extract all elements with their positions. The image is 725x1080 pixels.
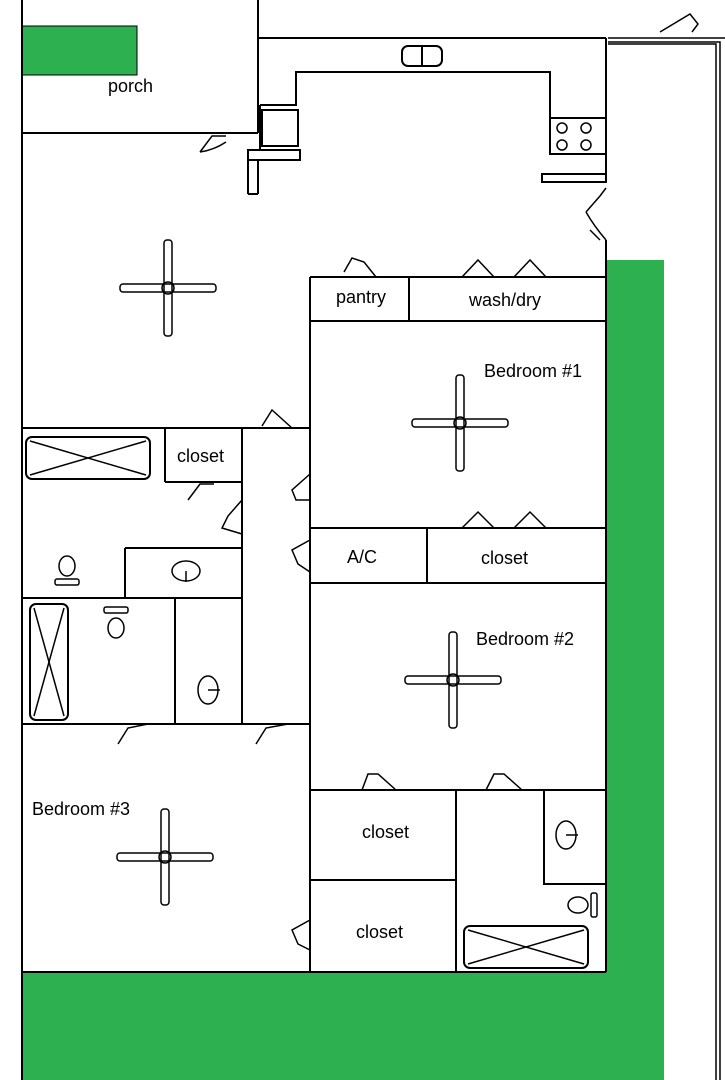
toilet-icon (103, 606, 129, 639)
door-swing-icon (255, 723, 289, 745)
door-swing-icon (291, 539, 311, 573)
sink-icon (555, 820, 578, 850)
door-swing-icon (199, 135, 227, 153)
label-porch: porch (108, 76, 153, 96)
bathtub-icon (25, 436, 151, 480)
lawn-porch (21, 25, 138, 76)
kitchen-counter-bar (247, 149, 301, 161)
door-swing-icon (361, 773, 397, 791)
label-wash-dry: wash/dry (468, 290, 541, 310)
sinks (171, 560, 578, 850)
label-ac: A/C (347, 547, 377, 567)
door-swing-icon (585, 187, 607, 241)
door-swings (117, 135, 607, 951)
lawn-areas (21, 25, 664, 1080)
stove-icon (549, 117, 607, 155)
door-swing-icon (220, 499, 243, 535)
label-pantry: pantry (336, 287, 386, 307)
kitchen-counter-right (541, 173, 607, 183)
label-closet-bedroom-1: closet (481, 548, 528, 568)
door-swing-icon (291, 473, 311, 501)
ceiling-fan-icon (411, 374, 509, 472)
label-closet-hall: closet (177, 446, 224, 466)
door-swing-icon (461, 510, 547, 529)
ceiling-fans (116, 239, 509, 906)
door-swing-icon (343, 257, 377, 278)
door-swing-icon (117, 723, 149, 745)
door-swing-icon (461, 258, 547, 278)
bathtub-icon (463, 925, 589, 969)
label-closet-upper: closet (362, 822, 409, 842)
kitchen (247, 45, 607, 195)
bathtub-icon (29, 603, 69, 721)
door-swing-icon (187, 483, 214, 501)
ceiling-fan-icon (404, 631, 502, 729)
sink-icon (197, 675, 220, 705)
outer-walls (21, 0, 725, 1080)
sink-icon (171, 560, 201, 582)
label-closet-lower: closet (356, 922, 403, 942)
label-bedroom-1: Bedroom #1 (484, 361, 582, 381)
room-labels: porch pantry wash/dry Bedroom #1 closet … (32, 76, 582, 942)
ceiling-fan-icon (116, 808, 214, 906)
lawn-bottom (22, 972, 664, 1080)
kitchen-counter-left (261, 109, 299, 147)
ceiling-fan-icon (119, 239, 217, 337)
bathtubs (25, 436, 589, 969)
door-swing-icon (485, 773, 523, 791)
door-swing-icon (291, 919, 311, 951)
toilet-icon (54, 555, 80, 586)
lawn-right (607, 260, 664, 1080)
interior-walls (22, 276, 606, 972)
label-bedroom-3: Bedroom #3 (32, 799, 130, 819)
toilets (54, 555, 598, 918)
toilet-icon (567, 892, 598, 918)
door-swing-icon (261, 408, 293, 429)
label-bedroom-2: Bedroom #2 (476, 629, 574, 649)
